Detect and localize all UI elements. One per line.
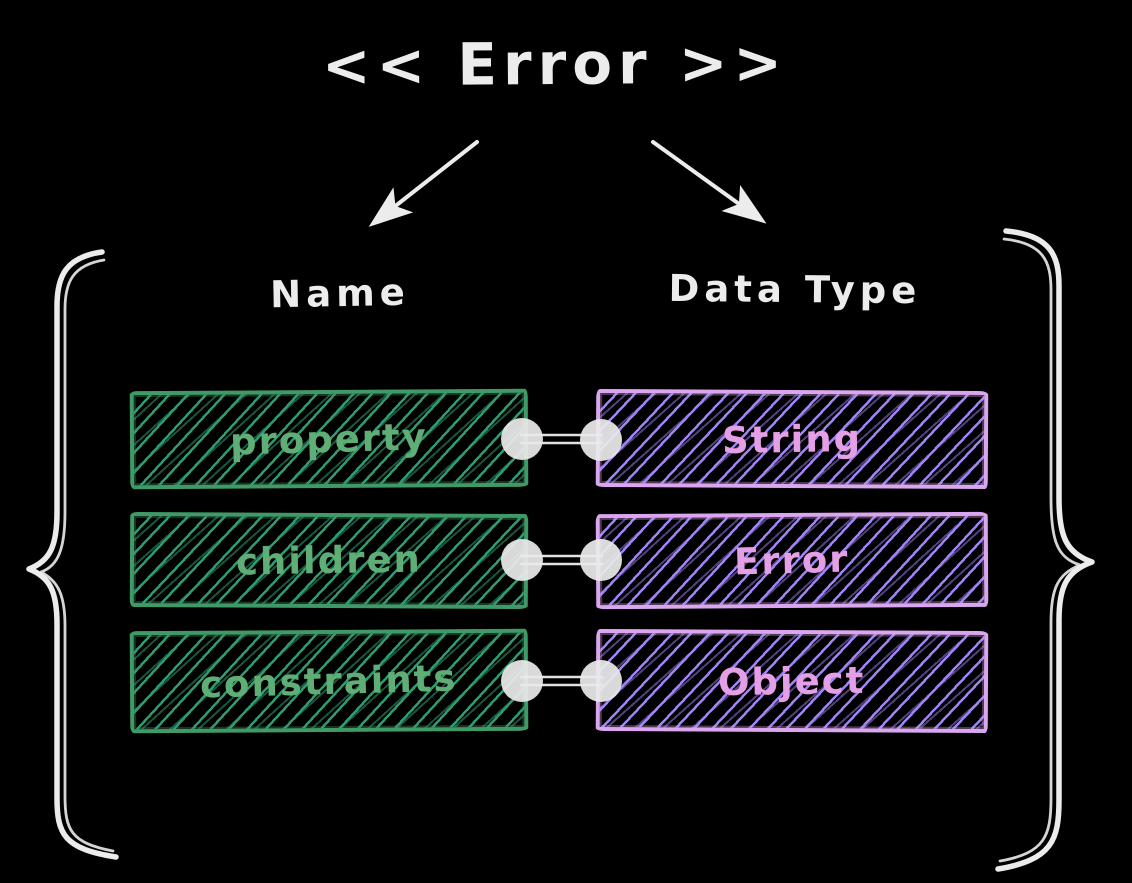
left-arrow	[368, 140, 479, 227]
type-box-object: Object	[595, 628, 989, 734]
name-label: children	[235, 537, 423, 584]
name-box-constraints: constraints	[129, 628, 529, 734]
type-label: String	[721, 416, 863, 462]
right-brace	[995, 228, 1095, 872]
name-box-children: children	[129, 511, 529, 610]
name-label: property	[229, 414, 429, 464]
name-box-property: property	[129, 388, 529, 490]
type-label: Error	[733, 537, 851, 584]
datatype-column-header: Data Type	[668, 266, 922, 313]
left-brace	[26, 249, 119, 860]
type-box-error: Error	[595, 511, 989, 610]
name-label: constraints	[199, 656, 459, 706]
type-box-string: String	[595, 388, 989, 490]
type-label: Object	[717, 658, 867, 704]
diagram-title: << Error >>	[321, 28, 789, 100]
right-arrow	[651, 140, 767, 224]
name-column-header: Name	[269, 270, 411, 317]
